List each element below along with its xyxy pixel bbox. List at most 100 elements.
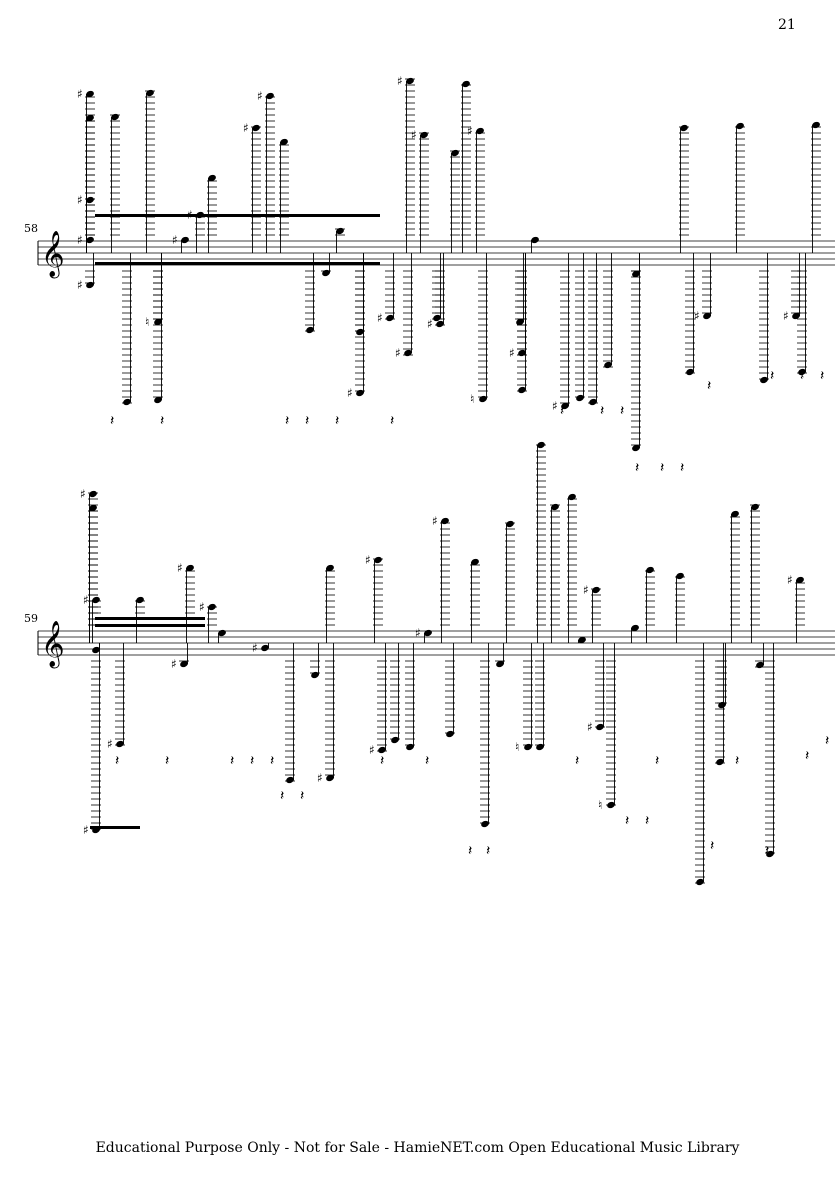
rest-icon: 𝄽	[160, 413, 164, 429]
note-head	[751, 503, 759, 511]
note-head	[208, 174, 216, 182]
note-head	[306, 326, 314, 334]
note-head	[406, 77, 414, 85]
note-head	[516, 318, 524, 326]
note-head	[506, 520, 514, 528]
note-head	[792, 312, 800, 320]
note-head	[326, 774, 334, 782]
note-head	[186, 564, 194, 572]
note-head	[180, 660, 188, 668]
note-head	[716, 758, 724, 766]
rest-icon: 𝄽	[735, 753, 739, 769]
staff-system-59: 𝄞♯♯♯♯♯♯♯♯♯♯♯♯♯♮♯♯♮♯𝄽𝄽𝄽𝄽𝄽𝄽𝄽𝄽𝄽𝄽𝄽𝄽𝄽𝄽𝄽𝄽𝄽𝄽𝄽𝄽	[37, 441, 835, 886]
note-head	[218, 629, 226, 637]
note-head	[336, 227, 344, 235]
note-head	[286, 776, 294, 784]
note-head	[766, 850, 774, 858]
note-head	[86, 196, 94, 204]
rest-icon: 𝄽	[390, 413, 394, 429]
note-head	[632, 444, 640, 452]
note-head	[462, 80, 470, 88]
rest-icon: 𝄽	[280, 788, 284, 804]
note-head	[136, 596, 144, 604]
sharp-icon: ♯	[347, 386, 353, 400]
sharp-icon: ♯	[83, 593, 89, 607]
sharp-icon: ♯	[467, 124, 473, 138]
beam	[95, 214, 380, 217]
note-head	[356, 328, 364, 336]
sharp-icon: ♯	[77, 233, 83, 247]
natural-icon: ♮	[598, 798, 602, 812]
note-head	[311, 671, 319, 679]
rest-icon: 𝄽	[230, 753, 234, 769]
rest-icon: 𝄽	[560, 403, 564, 419]
rest-icon: 𝄽	[625, 813, 629, 829]
measure-number-58: 58	[24, 222, 38, 235]
sharp-icon: ♯	[365, 553, 371, 567]
note-head	[524, 743, 532, 751]
note-head	[496, 660, 504, 668]
note-head	[441, 517, 449, 525]
sharp-icon: ♯	[317, 771, 323, 785]
note-head	[420, 131, 428, 139]
rest-icon: 𝄽	[115, 753, 119, 769]
note-head	[89, 504, 97, 512]
rest-icon: 𝄽	[825, 733, 829, 749]
note-head	[604, 361, 612, 369]
sharp-icon: ♯	[415, 626, 421, 640]
note-head	[252, 124, 260, 132]
sharp-icon: ♯	[252, 641, 258, 655]
note-head	[561, 402, 569, 410]
note-head	[208, 603, 216, 611]
note-head	[378, 746, 386, 754]
note-head	[568, 493, 576, 501]
note-head	[471, 558, 479, 566]
rest-icon: 𝄽	[110, 413, 114, 429]
rest-icon: 𝄽	[300, 788, 304, 804]
note-head	[632, 270, 640, 278]
note-head	[356, 389, 364, 397]
sharp-icon: ♯	[411, 128, 417, 142]
sharp-icon: ♯	[397, 74, 403, 88]
sharp-icon: ♯	[787, 573, 793, 587]
beam	[95, 624, 205, 627]
natural-icon: ♮	[145, 315, 149, 329]
note-head	[680, 124, 688, 132]
rest-icon: 𝄽	[710, 838, 714, 854]
note-head	[481, 820, 489, 828]
note-head	[578, 636, 586, 644]
note-head	[326, 564, 334, 572]
sharp-icon: ♯	[432, 514, 438, 528]
note-head	[406, 743, 414, 751]
rest-icon: 𝄽	[820, 368, 824, 384]
staff-system-58: 𝄞♯♯♯♯♮♯♯♯♯♯♯♯♯♯♯♯♮♯♯♯♯𝄽𝄽𝄽𝄽𝄽𝄽𝄽𝄽𝄽𝄽𝄽𝄽𝄽𝄽𝄽𝄽	[37, 74, 835, 476]
note-head	[703, 312, 711, 320]
note-head	[111, 113, 119, 121]
sharp-icon: ♯	[257, 89, 263, 103]
note-head	[756, 661, 764, 669]
note-head	[86, 236, 94, 244]
note-head	[592, 586, 600, 594]
sharp-icon: ♯	[783, 309, 789, 323]
sharp-icon: ♯	[694, 309, 700, 323]
note-head	[261, 644, 269, 652]
note-head	[424, 629, 432, 637]
note-head	[116, 740, 124, 748]
note-head	[266, 92, 274, 100]
note-head	[89, 490, 97, 498]
note-head	[154, 396, 162, 404]
sharp-icon: ♯	[83, 823, 89, 837]
rest-icon: 𝄽	[305, 413, 309, 429]
sharp-icon: ♯	[77, 87, 83, 101]
rest-icon: 𝄽	[635, 460, 639, 476]
sharp-icon: ♯	[395, 346, 401, 360]
note-head	[476, 127, 484, 135]
note-head	[731, 510, 739, 518]
note-head	[536, 743, 544, 751]
rest-icon: 𝄽	[165, 753, 169, 769]
sharp-icon: ♯	[587, 720, 593, 734]
rest-icon: 𝄽	[380, 753, 384, 769]
sharp-icon: ♯	[199, 600, 205, 614]
treble-clef-icon: 𝄞	[41, 621, 65, 669]
